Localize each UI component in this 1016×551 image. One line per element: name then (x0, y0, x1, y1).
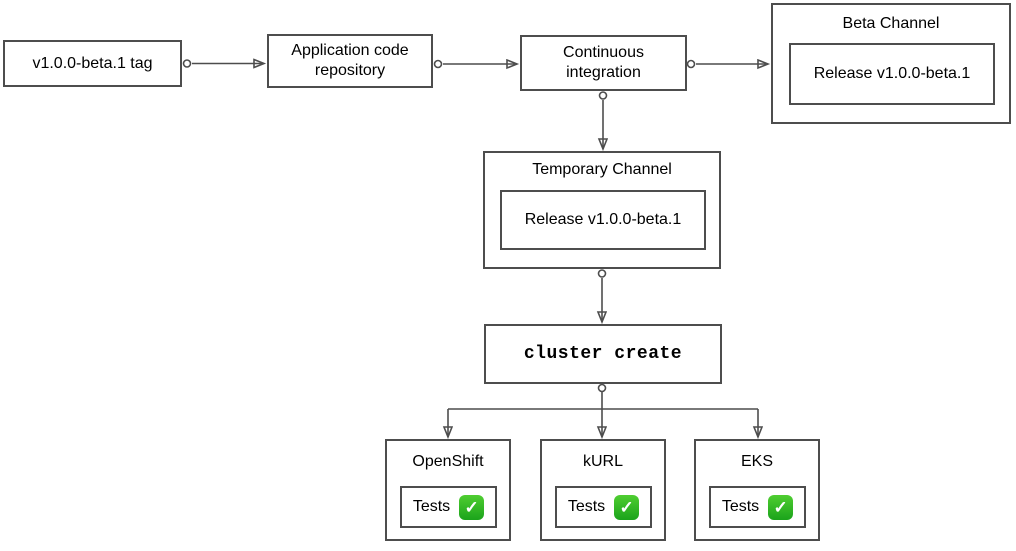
node-cluster-create: cluster create (484, 324, 722, 384)
temporary-release-label: Release v1.0.0-beta.1 (524, 211, 682, 228)
beta-channel-title: Beta Channel (842, 15, 940, 32)
eks-title: EKS (740, 453, 773, 470)
node-version-tag: v1.0.0-beta.1 tag (3, 40, 182, 87)
check-mark-icon: ✓ (459, 494, 485, 520)
beta-channel-release-box: Release v1.0.0-beta.1 (789, 43, 995, 105)
arrow-repo-to-ci (433, 61, 518, 68)
arrow-ci-to-beta-channel (686, 61, 769, 68)
arrow-cluster-create-to-clusters (448, 383, 758, 438)
beta-release-label: Release v1.0.0-beta.1 (813, 65, 971, 82)
kurl-tests-box: Tests ✓ (555, 486, 652, 528)
tests-label: Tests (412, 498, 451, 515)
node-openshift: OpenShift Tests ✓ (385, 439, 511, 541)
node-eks: EKS Tests ✓ (694, 439, 820, 541)
node-beta-channel: Beta Channel Release v1.0.0-beta.1 (771, 3, 1011, 124)
cluster-create-label: cluster create (523, 343, 683, 364)
check-mark-icon: ✓ (614, 494, 640, 520)
arrow-ci-to-temporary-channel (600, 91, 607, 149)
kurl-title: kURL (582, 453, 623, 470)
openshift-title: OpenShift (412, 453, 484, 470)
application-code-repository-label: Application code repository (291, 42, 409, 79)
temporary-channel-release-box: Release v1.0.0-beta.1 (500, 190, 706, 250)
temporary-channel-title: Temporary Channel (532, 161, 672, 178)
arrow-temporary-channel-to-cluster-create (599, 269, 606, 322)
version-tag-label: v1.0.0-beta.1 tag (32, 54, 153, 72)
node-temporary-channel: Temporary Channel Release v1.0.0-beta.1 (483, 151, 721, 269)
eks-tests-box: Tests ✓ (709, 486, 806, 528)
arrow-tag-to-repo (182, 60, 265, 67)
tests-label: Tests (567, 498, 606, 515)
tests-label: Tests (721, 498, 760, 515)
node-kurl: kURL Tests ✓ (540, 439, 666, 541)
continuous-integration-label: Continuous integration (563, 44, 644, 81)
openshift-tests-box: Tests ✓ (400, 486, 497, 528)
node-application-code-repository: Application code repository (267, 34, 433, 88)
check-mark-icon: ✓ (768, 494, 794, 520)
node-continuous-integration: Continuous integration (520, 35, 687, 91)
